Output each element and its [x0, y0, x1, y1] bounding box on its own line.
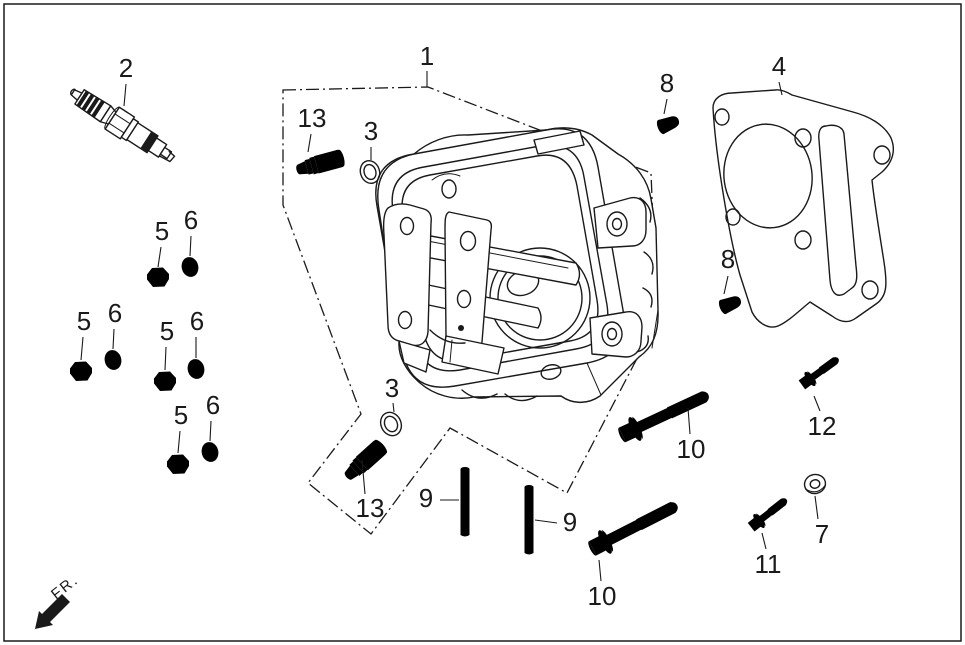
callout-5-d[interactable]: 5: [174, 400, 188, 430]
callout-10-bottom[interactable]: 10: [588, 581, 617, 611]
leader-lines: [80, 71, 821, 582]
part-5-nut-d: [167, 454, 189, 474]
part-13-adjuster-top: [294, 148, 347, 179]
callout-2[interactable]: 2: [119, 53, 133, 83]
callout-1[interactable]: 1: [420, 41, 434, 71]
callout-6-a[interactable]: 6: [184, 205, 198, 235]
callout-3-bottom[interactable]: 3: [385, 373, 399, 403]
part-3-oring-bottom: [379, 411, 403, 437]
callout-7[interactable]: 7: [815, 519, 829, 549]
callout-11[interactable]: 11: [755, 549, 782, 579]
fr-arrow-icon: [35, 594, 70, 629]
callout-9-right[interactable]: 9: [563, 507, 577, 537]
part-8-cap-nut-bottom: [717, 292, 744, 316]
callout-8-top[interactable]: 8: [660, 68, 674, 98]
callout-6-d[interactable]: 6: [206, 390, 220, 420]
callout-10-top[interactable]: 10: [677, 434, 706, 464]
part-5-nut-c: [154, 371, 176, 391]
part-6-washer-c: [185, 357, 207, 381]
part-3-oring-top: [359, 159, 381, 185]
part-6-washer-b: [102, 348, 124, 372]
callout-5-a[interactable]: 5: [155, 216, 169, 246]
part-4-gasket: [712, 89, 894, 328]
part-12-bolt: [796, 351, 844, 392]
part-13-adjuster-bottom: [340, 437, 390, 485]
callout-5-c[interactable]: 5: [160, 316, 174, 346]
part-2-spark-plug: [69, 88, 176, 163]
part-10-bolt-bottom: [584, 493, 684, 562]
fr-direction-indicator: FR.: [35, 571, 82, 629]
image-border: [3, 3, 962, 642]
part-5-nut-a: [147, 267, 169, 287]
callout-13-bottom[interactable]: 13: [356, 493, 385, 523]
part-6-washer-d: [199, 440, 221, 464]
callout-4[interactable]: 4: [772, 51, 786, 81]
part-9-stud-left: [460, 467, 470, 537]
callout-3-top[interactable]: 3: [364, 116, 378, 146]
callout-6-b[interactable]: 6: [108, 298, 122, 328]
part-8-cap-nut-top: [655, 112, 682, 136]
callout-13-top[interactable]: 13: [298, 103, 327, 133]
part-6-washer-a: [179, 255, 201, 279]
part-11-bolt: [745, 492, 792, 534]
callout-6-c[interactable]: 6: [190, 306, 204, 336]
part-9-stud-right: [524, 485, 534, 555]
callout-9-left[interactable]: 9: [419, 483, 433, 513]
part-1-cylinder-head: [375, 127, 659, 404]
callout-5-b[interactable]: 5: [77, 306, 91, 336]
callout-12[interactable]: 12: [808, 411, 837, 441]
part-5-nut-b: [70, 361, 92, 381]
part-7-washer: [803, 473, 827, 495]
callout-8-bottom[interactable]: 8: [721, 244, 735, 274]
